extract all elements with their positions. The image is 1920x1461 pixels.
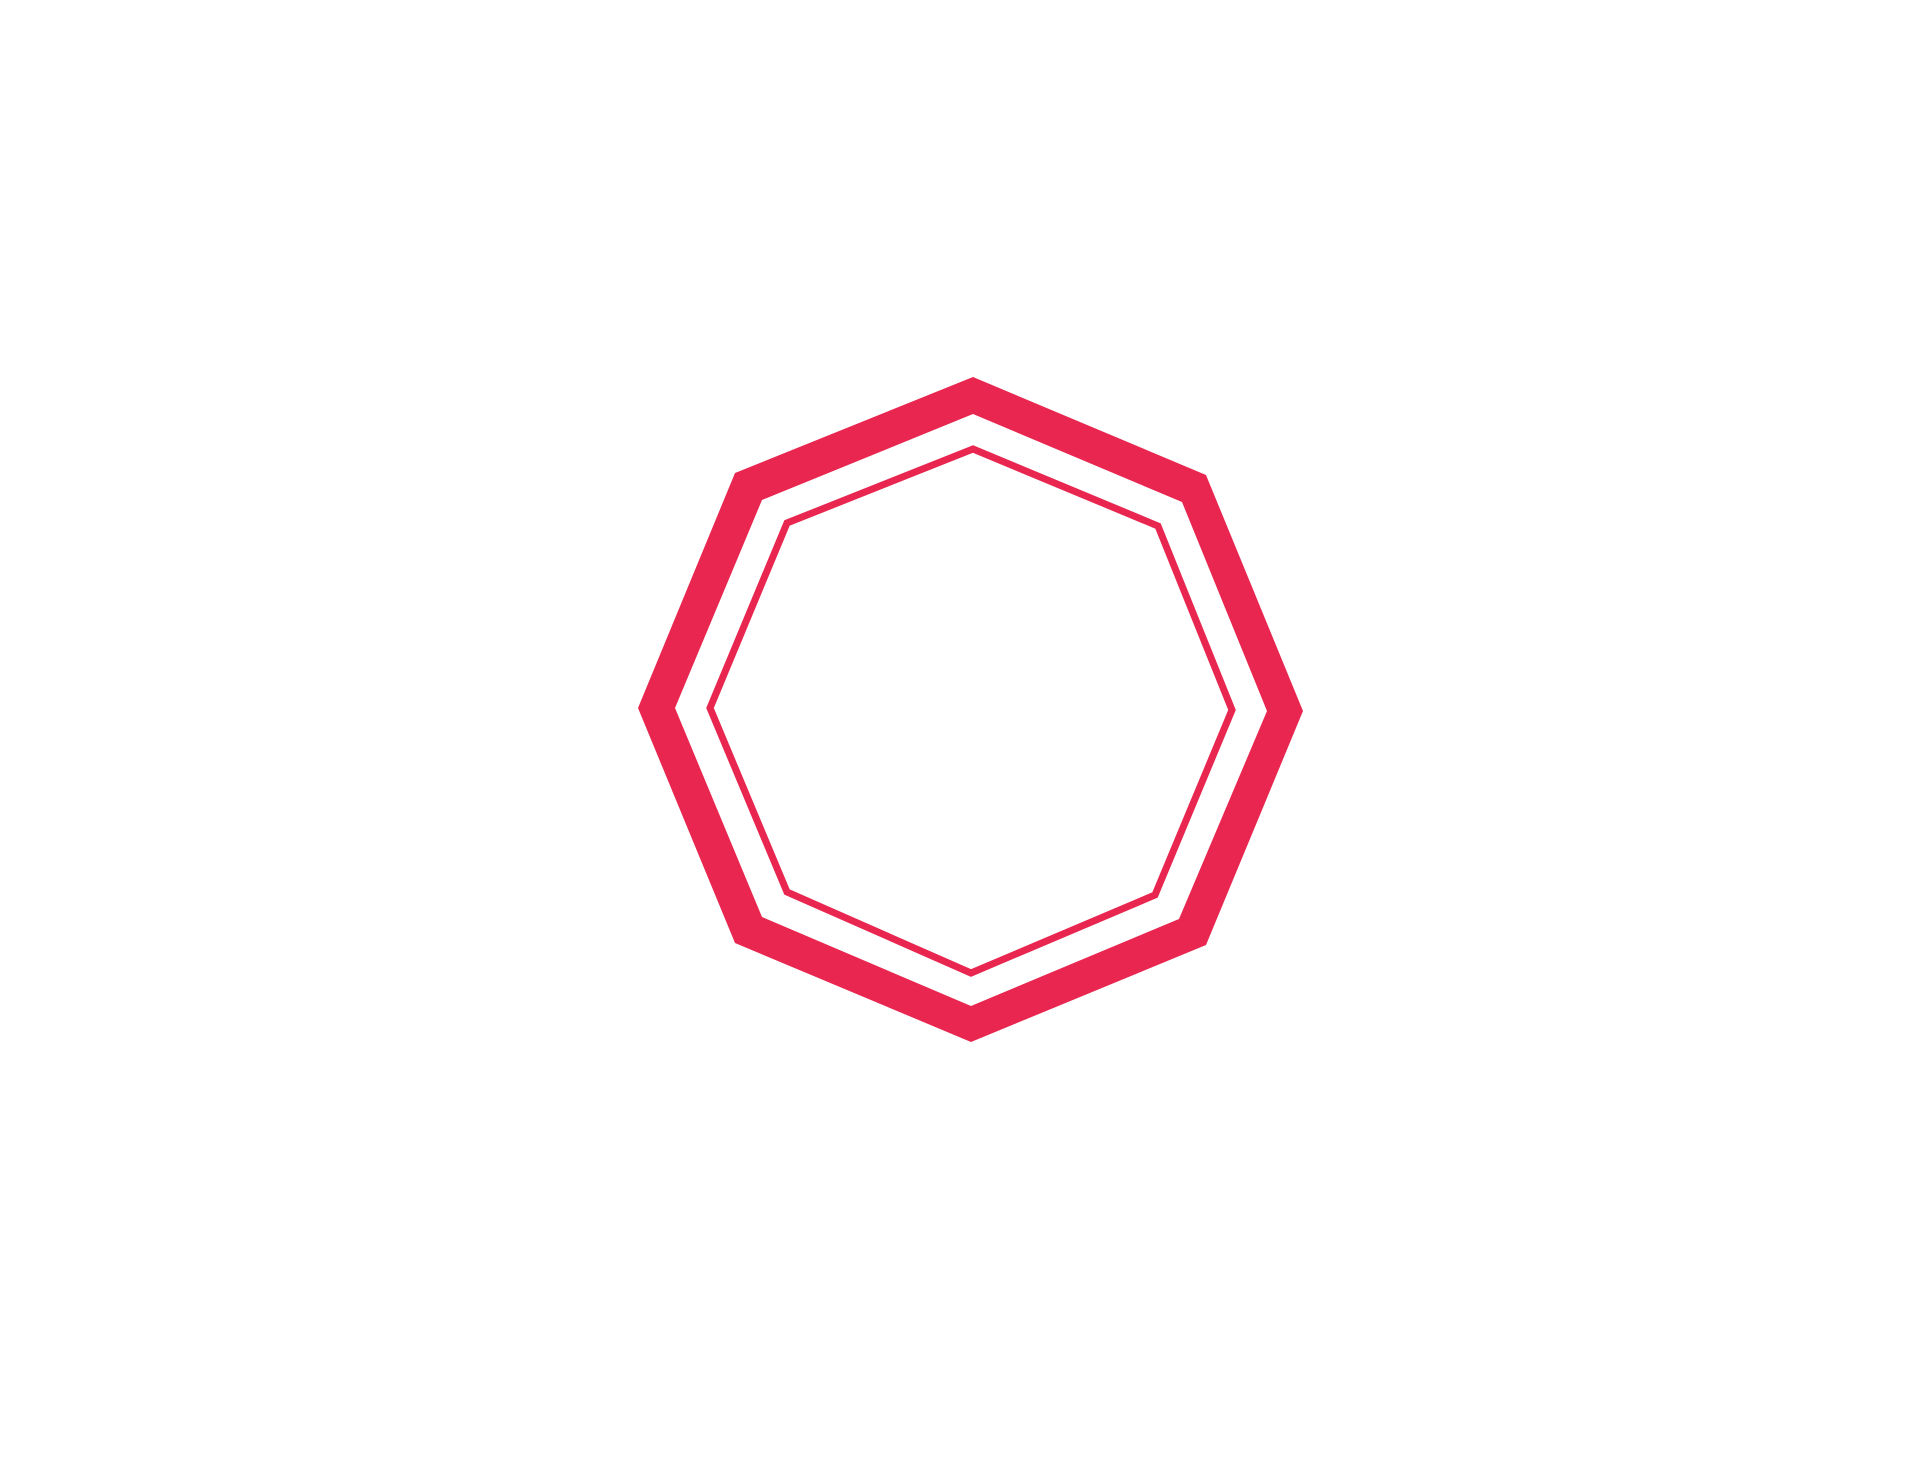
outer-octagon-ring	[638, 377, 1303, 1042]
inner-octagon-outline	[706, 445, 1236, 977]
